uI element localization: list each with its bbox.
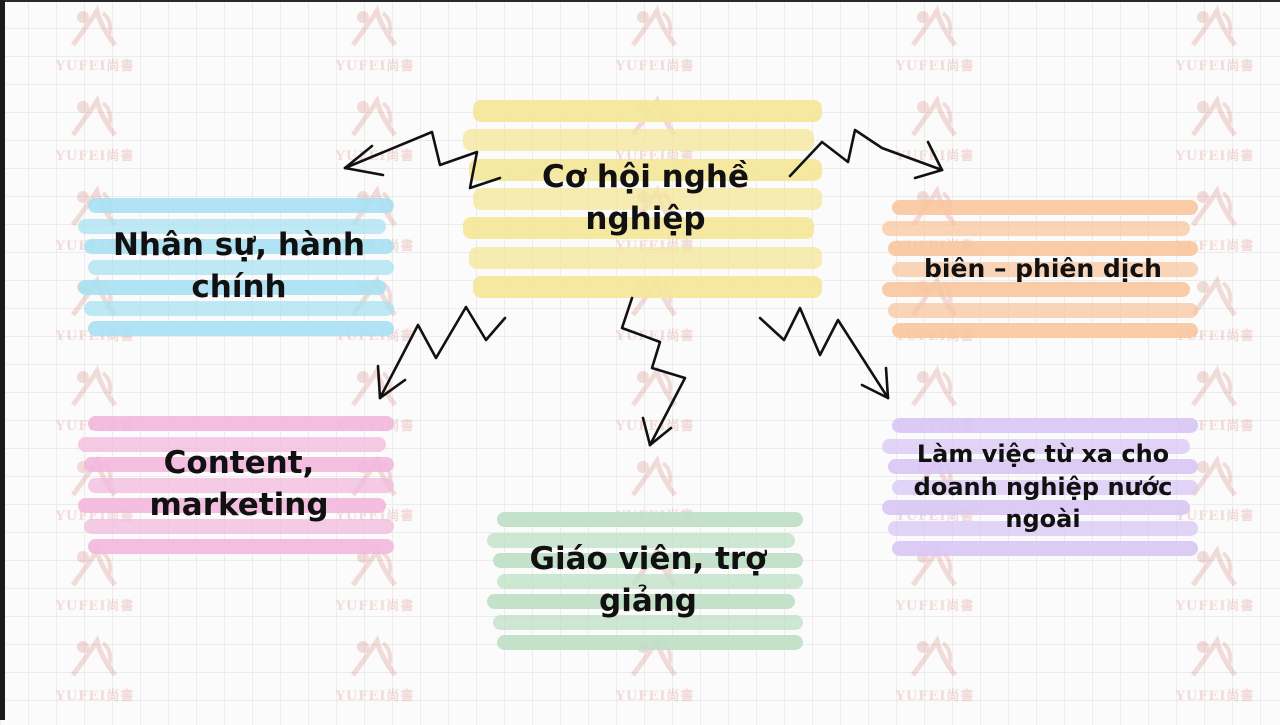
arrow-to-hr [343, 130, 502, 190]
highlighter-stripe [487, 533, 795, 548]
highlighter-stripe [888, 521, 1198, 536]
highlighter-stripe [463, 217, 814, 239]
highlighter-stripes [78, 198, 400, 336]
highlighter-stripe [888, 303, 1198, 318]
highlighter-stripe [473, 100, 822, 122]
branch-label-content: Content, marketing [149, 445, 329, 523]
highlighter-stripe [473, 188, 822, 210]
highlighter-stripe [88, 198, 394, 213]
branch-label-translate: biên – phiên dịch [924, 254, 1162, 284]
branch-node-content: Content, marketing [78, 416, 400, 554]
highlighter-stripe [892, 200, 1198, 215]
highlighter-stripe [78, 437, 386, 452]
highlighter-stripe [892, 262, 1198, 277]
arrow-to-translate [788, 128, 944, 180]
highlighter-stripe [84, 239, 394, 254]
highlighter-stripes [463, 100, 828, 298]
branch-node-hr: Nhân sự, hành chính [78, 198, 400, 336]
highlighter-stripe [493, 553, 803, 568]
arrow-to-content [376, 305, 507, 400]
highlighter-stripes [78, 416, 400, 554]
highlighter-stripe [888, 241, 1198, 256]
highlighter-stripe [473, 276, 822, 298]
branch-node-translate: biên – phiên dịch [882, 200, 1204, 338]
highlighter-stripe [892, 541, 1198, 556]
window-left-edge [0, 0, 5, 720]
highlighter-stripe [88, 539, 394, 554]
highlighter-stripe [88, 260, 394, 275]
branch-node-teacher: Giáo viên, trợ giảng [487, 512, 809, 650]
highlighter-stripe [84, 519, 394, 534]
highlighter-stripe [463, 129, 814, 151]
highlighter-stripe [892, 480, 1198, 495]
highlighter-stripe [88, 321, 394, 336]
highlighter-stripe [882, 500, 1190, 515]
highlighter-stripe [888, 459, 1198, 474]
highlighter-stripe [88, 416, 394, 431]
highlighter-stripe [78, 498, 386, 513]
highlighter-stripe [497, 635, 803, 650]
highlighter-stripe [882, 282, 1190, 297]
highlighter-stripe [84, 301, 394, 316]
branch-node-remote: Làm việc từ xa cho doanh nghiệp nước ngo… [882, 418, 1204, 556]
highlighter-stripe [892, 323, 1198, 338]
arrow-to-remote [758, 306, 890, 400]
window-top-edge [0, 0, 1280, 2]
highlighter-stripe [497, 574, 803, 589]
highlighter-stripes [882, 200, 1204, 338]
branch-label-teacher: Giáo viên, trợ giảng [529, 541, 767, 619]
highlighter-stripe [78, 280, 386, 295]
branch-label-hr: Nhân sự, hành chính [112, 227, 365, 305]
arrow-to-teacher [620, 296, 687, 447]
highlighter-stripe [469, 247, 822, 269]
highlighter-stripe [497, 512, 803, 527]
highlighter-stripes [487, 512, 809, 650]
highlighter-stripe [892, 418, 1198, 433]
highlighter-stripes [882, 418, 1204, 556]
highlighter-stripe [882, 439, 1190, 454]
highlighter-stripe [882, 221, 1190, 236]
highlighter-stripe [493, 615, 803, 630]
highlighter-stripe [88, 478, 394, 493]
highlighter-stripe [84, 457, 394, 472]
highlighter-stripe [469, 159, 822, 181]
branch-label-remote: Làm việc từ xa cho doanh nghiệp nước ngo… [913, 440, 1173, 534]
center-node: Cơ hội nghề nghiệp [463, 100, 828, 298]
highlighter-stripe [78, 219, 386, 234]
highlighter-stripe [487, 594, 795, 609]
center-node-label: Cơ hội nghề nghiệp [542, 159, 749, 237]
